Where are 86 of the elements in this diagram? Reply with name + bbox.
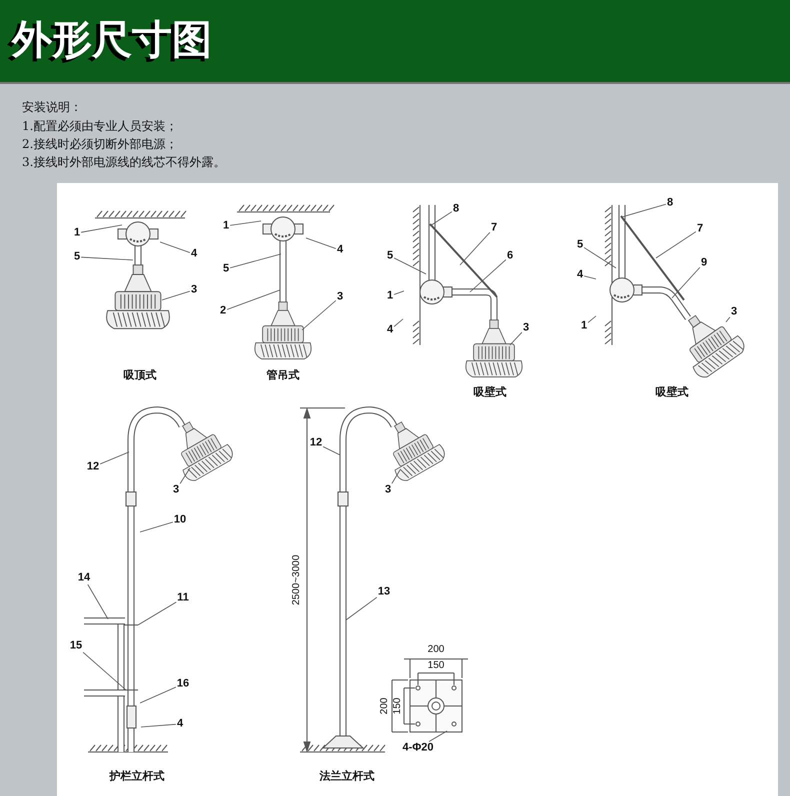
leader-line — [588, 316, 596, 323]
callout-number: 6 — [506, 250, 514, 262]
callout-number: 15 — [70, 640, 82, 652]
callout-number: 5 — [222, 264, 230, 274]
leader-line — [394, 290, 404, 295]
callout-number: 16 — [176, 678, 190, 690]
callout-number: 3 — [172, 484, 180, 496]
leader-line — [100, 452, 130, 464]
callout-number: 12 — [310, 438, 322, 448]
leader-line — [672, 267, 700, 298]
callout-number: 11 — [177, 592, 189, 604]
leader-line — [80, 256, 134, 260]
callout-number: 8 — [452, 204, 460, 214]
leader-line — [322, 446, 340, 456]
leader-line — [306, 238, 336, 249]
callout-number: 9 — [700, 258, 708, 268]
callout-number: 4 — [576, 270, 584, 280]
leader-line — [584, 247, 616, 268]
notes-heading: 安装说明： — [22, 100, 82, 114]
callout-number: 12 — [86, 462, 100, 472]
dimension-label: 150 — [393, 698, 403, 714]
leader-line — [394, 258, 426, 274]
leader-line — [230, 220, 262, 226]
installation-note: 1.配置必须由专业人员安装； — [22, 119, 178, 134]
leader-line — [82, 652, 126, 690]
callout-number: 4-Φ20 — [402, 742, 434, 754]
dimension-label: 200 — [428, 645, 444, 655]
leader-line — [160, 242, 190, 253]
leader-line — [180, 468, 190, 484]
leader-line — [430, 211, 452, 226]
leader-line — [584, 276, 596, 280]
leader-line — [226, 290, 280, 310]
callout-number: 4 — [336, 244, 344, 256]
callout-number: 7 — [696, 224, 704, 234]
installation-note: 3.接线时外部电源线的线芯不得外露。 — [22, 155, 226, 170]
callout-number: 1 — [74, 228, 80, 238]
callout-number: 5 — [74, 252, 80, 262]
callout-number: 3 — [522, 322, 530, 334]
callout-number: 1 — [580, 320, 588, 332]
callout-number: 5 — [386, 250, 394, 262]
dimension-label: 2500~3000 — [292, 554, 302, 606]
leader-line — [162, 290, 190, 300]
callout-number: 3 — [190, 284, 198, 296]
leader-line — [428, 730, 448, 742]
leader-line — [302, 300, 336, 330]
leader-line — [622, 204, 666, 218]
callout-number: 3 — [336, 292, 344, 302]
leader-line — [726, 316, 730, 322]
leader-line — [138, 602, 177, 626]
leader-line — [80, 224, 122, 233]
leader-line — [470, 259, 506, 292]
callout-number: 4 — [190, 248, 198, 260]
mounting-caption: 吸壁式 — [474, 385, 506, 400]
callout-number: 8 — [666, 198, 674, 208]
page-title: 外形尺寸图 — [12, 16, 212, 64]
mounting-caption: 管吊式 — [266, 368, 300, 382]
leader-line — [140, 724, 176, 728]
callout-number: 3 — [384, 484, 392, 496]
callout-number: 4 — [176, 718, 184, 730]
leader-line — [230, 254, 282, 268]
callout-number: 10 — [174, 514, 186, 526]
leader-line — [394, 318, 404, 327]
mounting-caption: 吸顶式 — [124, 368, 156, 382]
callout-number: 3 — [730, 306, 738, 318]
leader-line — [656, 231, 696, 258]
mounting-caption: 护栏立杆式 — [110, 769, 164, 784]
leader-line — [460, 232, 490, 266]
callout-number: 7 — [490, 222, 498, 234]
callout-number: 1 — [222, 220, 230, 232]
leader-line — [87, 584, 108, 620]
mounting-caption: 法兰立杆式 — [320, 769, 374, 784]
callout-number: 14 — [78, 572, 90, 584]
leader-line — [140, 686, 176, 704]
leader-line — [392, 470, 400, 484]
callout-number: 1 — [386, 290, 394, 302]
leader-line — [346, 596, 378, 620]
leader-line — [140, 522, 174, 532]
callout-number: 4 — [386, 324, 394, 336]
mounting-caption: 吸壁式 — [656, 385, 688, 400]
leader-line — [510, 332, 522, 346]
installation-note: 2.接线时必须切断外部电源； — [22, 137, 178, 152]
dimension-label: 150 — [428, 661, 444, 671]
callout-number: 2 — [220, 306, 226, 316]
callout-number: 5 — [576, 240, 584, 250]
callout-number: 13 — [378, 586, 390, 598]
dimension-label: 200 — [380, 698, 390, 714]
